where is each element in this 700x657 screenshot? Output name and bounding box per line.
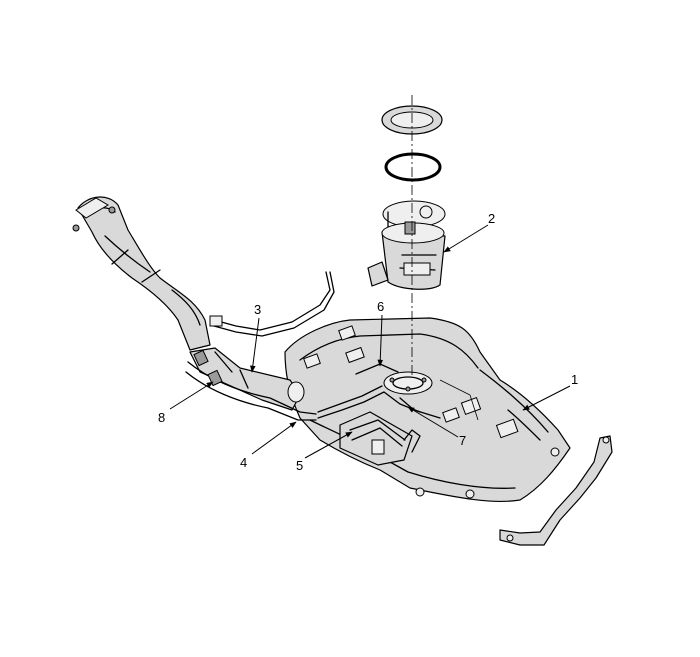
canister [339,411,421,466]
lower-mounting-strap [499,435,613,546]
callout-5: 5 [296,458,303,473]
callout-3: 3 [254,302,261,317]
callout-1: 1 [571,372,578,387]
upper-mounting-strap [209,271,335,337]
callout-7: 7 [459,433,466,448]
callout-4: 4 [240,455,247,470]
callout-8: 8 [158,410,165,425]
fuel-filler-neck [72,196,317,421]
fuel-pump-assembly [367,105,446,290]
callout-leaders [169,224,571,459]
callout-6: 6 [377,299,384,314]
callout-2: 2 [488,211,495,226]
fuel-tank [284,317,571,503]
